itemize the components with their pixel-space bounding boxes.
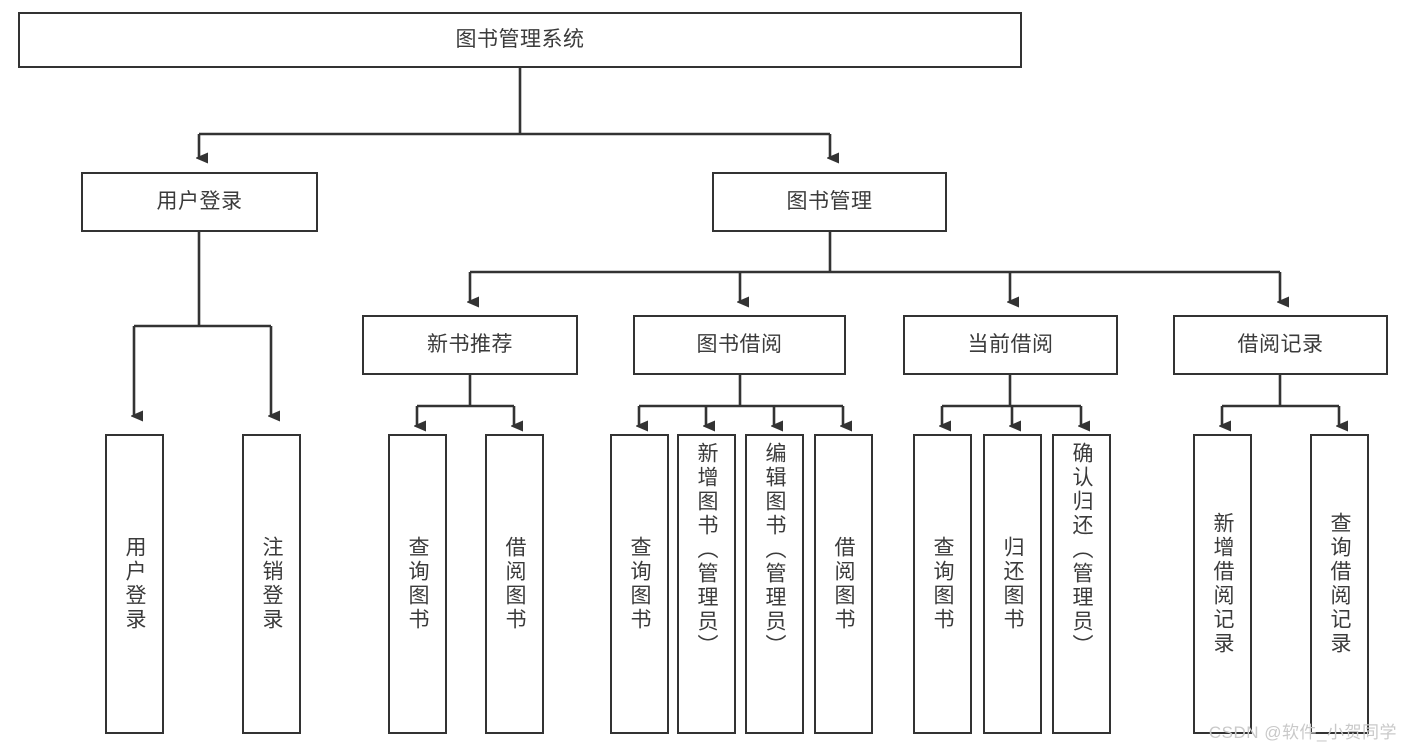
node-root-label: 图书管理系统 bbox=[455, 27, 585, 51]
leaf-user-logout[interactable]: 注销登录 bbox=[242, 434, 301, 734]
node-borrow-record[interactable]: 借阅记录 bbox=[1173, 315, 1388, 375]
leaf-user-login[interactable]: 用户登录 bbox=[105, 434, 164, 734]
node-current-borrow-label: 当前借阅 bbox=[967, 332, 1054, 356]
leaf-borrow-borrow-label: 借阅图书 bbox=[832, 536, 855, 632]
leaf-record-add-label: 新增借阅记录 bbox=[1211, 512, 1234, 656]
leaf-borrow-query[interactable]: 查询图书 bbox=[610, 434, 669, 734]
leaf-borrow-borrow[interactable]: 借阅图书 bbox=[814, 434, 873, 734]
leaf-newbook-query[interactable]: 查询图书 bbox=[388, 434, 447, 734]
node-new-book-recommend-label: 新书推荐 bbox=[427, 332, 513, 356]
node-root[interactable]: 图书管理系统 bbox=[18, 12, 1022, 68]
leaf-current-query-label: 查询图书 bbox=[931, 536, 954, 632]
node-book-borrow[interactable]: 图书借阅 bbox=[633, 315, 846, 375]
node-user-login[interactable]: 用户登录 bbox=[81, 172, 318, 232]
leaf-borrow-edit[interactable]: 编辑图书（管理员） bbox=[745, 434, 804, 734]
node-new-book-recommend[interactable]: 新书推荐 bbox=[362, 315, 578, 375]
leaf-record-query-label: 查询借阅记录 bbox=[1328, 512, 1351, 656]
leaf-record-add[interactable]: 新增借阅记录 bbox=[1193, 434, 1252, 734]
leaf-user-login-label: 用户登录 bbox=[123, 536, 146, 632]
leaf-current-confirm[interactable]: 确认归还（管理员） bbox=[1052, 434, 1111, 734]
leaf-borrow-edit-label: 编辑图书（管理员） bbox=[763, 442, 786, 658]
csdn-watermark: CSDN @软件_小贺同学 bbox=[1208, 723, 1397, 742]
leaf-borrow-add[interactable]: 新增图书（管理员） bbox=[677, 434, 736, 734]
leaf-current-return[interactable]: 归还图书 bbox=[983, 434, 1042, 734]
node-user-login-label: 用户登录 bbox=[156, 189, 243, 213]
leaf-current-confirm-label: 确认归还（管理员） bbox=[1070, 442, 1093, 658]
leaf-newbook-borrow[interactable]: 借阅图书 bbox=[485, 434, 544, 734]
leaf-newbook-borrow-label: 借阅图书 bbox=[503, 536, 526, 632]
leaf-user-logout-label: 注销登录 bbox=[260, 536, 283, 632]
node-current-borrow[interactable]: 当前借阅 bbox=[903, 315, 1118, 375]
leaf-borrow-query-label: 查询图书 bbox=[628, 536, 651, 632]
node-book-management[interactable]: 图书管理 bbox=[712, 172, 947, 232]
node-book-borrow-label: 图书借阅 bbox=[696, 332, 783, 356]
leaf-newbook-query-label: 查询图书 bbox=[406, 536, 429, 632]
leaf-borrow-add-label: 新增图书（管理员） bbox=[695, 442, 718, 658]
leaf-current-query[interactable]: 查询图书 bbox=[913, 434, 972, 734]
leaf-record-query[interactable]: 查询借阅记录 bbox=[1310, 434, 1369, 734]
node-borrow-record-label: 借阅记录 bbox=[1237, 332, 1324, 356]
leaf-current-return-label: 归还图书 bbox=[1001, 536, 1024, 632]
node-book-management-label: 图书管理 bbox=[786, 189, 873, 213]
